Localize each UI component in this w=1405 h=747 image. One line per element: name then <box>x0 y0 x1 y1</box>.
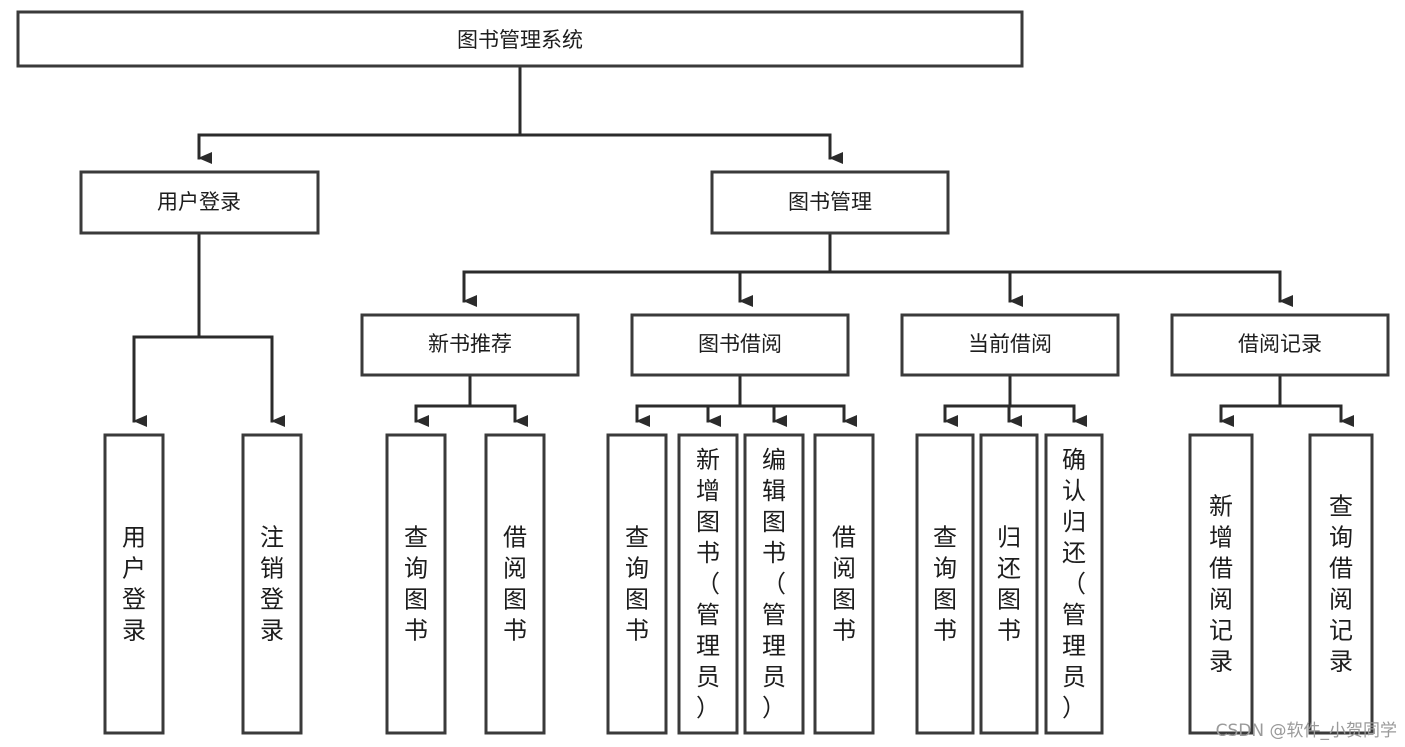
node-book-manage-box[interactable] <box>710 170 950 235</box>
leaf-node[interactable]: 新增借阅记录 <box>1188 433 1254 735</box>
leaf-node[interactable]: 新增图书（管理员） <box>677 433 739 735</box>
node-current-borrow-box[interactable] <box>900 313 1120 377</box>
node-book-borrow[interactable]: 图书借阅 <box>630 313 850 377</box>
node-user-login[interactable]: 用户登录 <box>79 170 320 235</box>
leaf-query-borrow-record-box[interactable] <box>1308 433 1374 735</box>
node-current-borrow[interactable]: 当前借阅 <box>900 313 1120 377</box>
leaf-query-book-borrow-label: 查询图书 <box>625 524 649 645</box>
node-root[interactable]: 图书管理系统 <box>16 10 1024 68</box>
leaf-return-book-box[interactable] <box>979 433 1039 735</box>
leaf-query-book-new-label: 查询图书 <box>404 524 428 645</box>
node-user-login-box[interactable] <box>79 170 320 235</box>
leaf-node[interactable]: 用户登录 <box>103 433 165 735</box>
leaf-node[interactable]: 编辑图书（管理员） <box>743 433 805 735</box>
node-user-login-label: 用户登录 <box>157 190 241 214</box>
leaf-query-book-current-label: 查询图书 <box>933 524 957 645</box>
leaf-add-book-admin-label: 新增图书（管理员） <box>696 446 720 722</box>
node-new-book-recommend-label: 新书推荐 <box>428 332 512 356</box>
leaf-edit-book-admin-box[interactable] <box>743 433 805 735</box>
node-root-box[interactable] <box>16 10 1024 68</box>
leaf-logout-login-box[interactable] <box>241 433 303 735</box>
leaf-user-login-label: 用户登录 <box>122 524 146 645</box>
leaf-node[interactable]: 借阅图书 <box>484 433 546 735</box>
leaf-return-book-label: 归还图书 <box>997 524 1021 645</box>
node-new-book-recommend-box[interactable] <box>360 313 580 377</box>
node-new-book-recommend[interactable]: 新书推荐 <box>360 313 580 377</box>
node-borrow-record-label: 借阅记录 <box>1238 332 1322 356</box>
leaf-nodes-layer: 用户登录 注销登录 查询图书 借阅图书 查询图书 新增图书（管理员） 编辑图书（管理员） 借阅… <box>103 433 1374 735</box>
leaf-add-borrow-record-box[interactable] <box>1188 433 1254 735</box>
leaf-confirm-return-admin-label: 确认归还（管理员） <box>1062 446 1086 722</box>
leaf-node[interactable]: 归还图书 <box>979 433 1039 735</box>
leaf-add-book-admin-box[interactable] <box>677 433 739 735</box>
node-current-borrow-label: 当前借阅 <box>968 332 1052 356</box>
leaf-node[interactable]: 查询图书 <box>385 433 447 735</box>
node-book-manage[interactable]: 图书管理 <box>710 170 950 235</box>
node-book-borrow-box[interactable] <box>630 313 850 377</box>
leaf-borrow-book-new-box[interactable] <box>484 433 546 735</box>
leaf-borrow-book-new-label: 借阅图书 <box>503 524 527 645</box>
leaf-node[interactable]: 注销登录 <box>241 433 303 735</box>
leaf-borrow-book-borrow-box[interactable] <box>813 433 875 735</box>
connectors-layer <box>132 64 1354 427</box>
leaf-node[interactable]: 查询借阅记录 <box>1308 433 1374 735</box>
nodes-layer: 图书管理系统 用户登录 图书管理 新书推荐 图书借阅 当前借阅 <box>16 10 1390 377</box>
leaf-query-book-current-box[interactable] <box>915 433 975 735</box>
leaf-logout-login-label: 注销登录 <box>260 524 284 645</box>
leaf-node[interactable]: 查询图书 <box>915 433 975 735</box>
leaf-node[interactable]: 确认归还（管理员） <box>1044 433 1104 735</box>
leaf-edit-book-admin-label: 编辑图书（管理员） <box>762 446 786 722</box>
leaf-user-login-box[interactable] <box>103 433 165 735</box>
node-borrow-record-box[interactable] <box>1170 313 1390 377</box>
node-book-manage-label: 图书管理 <box>788 190 872 214</box>
leaf-query-book-borrow-box[interactable] <box>606 433 668 735</box>
leaf-node[interactable]: 查询图书 <box>606 433 668 735</box>
leaf-query-borrow-record-label: 查询借阅记录 <box>1329 493 1353 676</box>
node-borrow-record[interactable]: 借阅记录 <box>1170 313 1390 377</box>
node-root-label: 图书管理系统 <box>457 28 583 52</box>
node-book-borrow-label: 图书借阅 <box>698 332 782 356</box>
leaf-add-borrow-record-label: 新增借阅记录 <box>1209 493 1233 676</box>
leaf-borrow-book-borrow-label: 借阅图书 <box>832 524 856 645</box>
leaf-query-book-new-box[interactable] <box>385 433 447 735</box>
leaf-node[interactable]: 借阅图书 <box>813 433 875 735</box>
leaf-confirm-return-admin-box[interactable] <box>1044 433 1104 735</box>
